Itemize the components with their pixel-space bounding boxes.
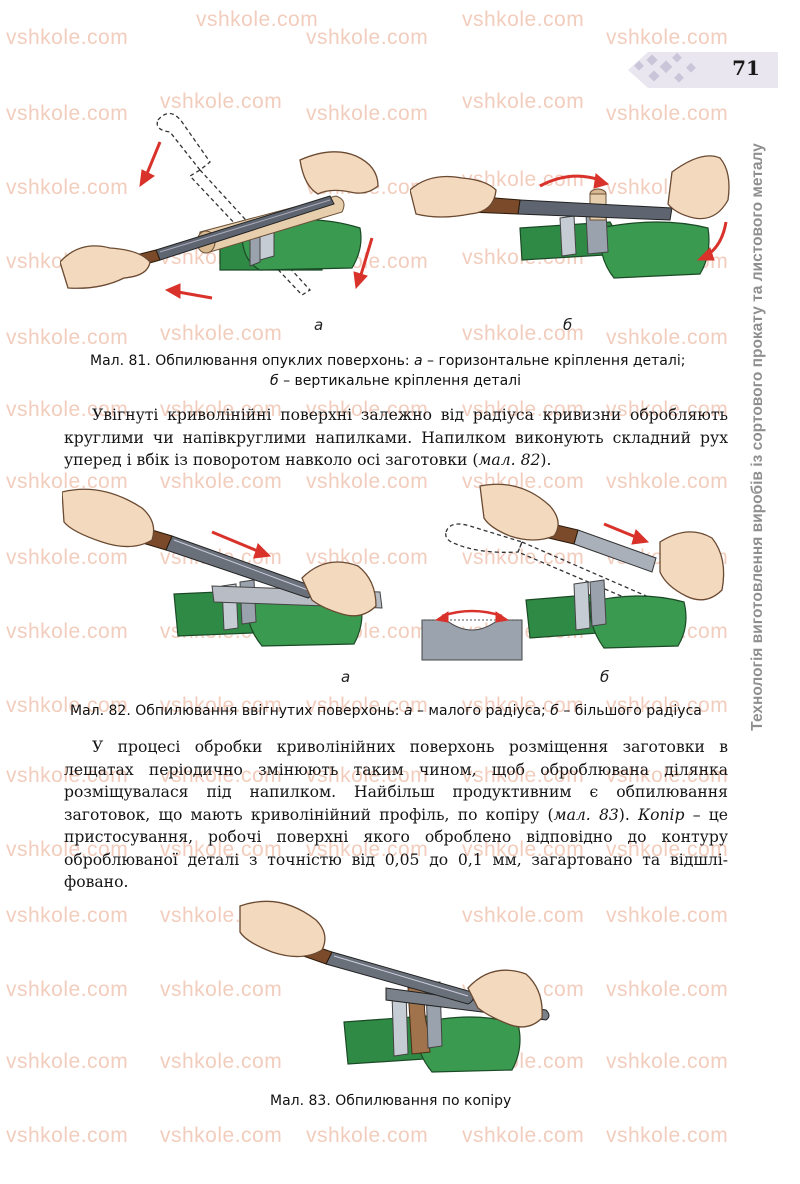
fig82-caption-a-text: – малого радіуса; bbox=[412, 703, 551, 719]
watermark: vshkole.com bbox=[6, 1124, 129, 1147]
left-hand bbox=[62, 488, 155, 548]
watermark: vshkole.com bbox=[160, 322, 283, 345]
figure-83 bbox=[239, 900, 550, 1073]
fig81-caption-start: Мал. 81. Обпилювання опуклих поверхонь: bbox=[90, 353, 415, 369]
fig81-caption-b: б bbox=[270, 373, 279, 389]
watermark: vshkole.com bbox=[306, 1124, 429, 1147]
paragraph-1: Увігнуті криволінійні поверхні залежно в… bbox=[64, 404, 728, 472]
watermark: vshkole.com bbox=[6, 904, 129, 927]
figure-82b bbox=[445, 483, 725, 649]
watermark: vshkole.com bbox=[606, 904, 729, 927]
watermark: vshkole.com bbox=[462, 8, 585, 31]
figure-82-detail bbox=[421, 609, 523, 661]
figure-82a bbox=[62, 488, 383, 647]
fig82-caption-a: а bbox=[403, 703, 413, 719]
side-running-title: Технологія виготовлення виробів із сорто… bbox=[744, 102, 772, 772]
left-hand bbox=[60, 245, 151, 289]
paragraph-1-text: Увігнуті криволінійні поверхні залежно в… bbox=[64, 406, 728, 469]
paragraph-2-text: У процесі обробки криволінійних поверхон… bbox=[64, 738, 728, 824]
paragraph-1-ref: мал. 82 bbox=[478, 451, 541, 469]
watermark: vshkole.com bbox=[306, 26, 429, 49]
fig81-caption: Мал. 81. Обпилювання опуклих поверхонь: … bbox=[90, 350, 720, 372]
vise bbox=[525, 579, 687, 649]
watermark: vshkole.com bbox=[462, 90, 585, 113]
fig82-caption: Мал. 82. Обпилювання ввігнутих поверхонь… bbox=[70, 700, 730, 722]
watermark: vshkole.com bbox=[606, 26, 729, 49]
fig81-label-b: б bbox=[563, 316, 573, 334]
paragraph-2-term: Копір bbox=[638, 805, 685, 824]
paragraph-2: У процесі обробки криволінійних поверхон… bbox=[64, 736, 728, 894]
watermark: vshkole.com bbox=[6, 326, 129, 349]
watermark: vshkole.com bbox=[606, 1050, 729, 1073]
right-hand bbox=[299, 151, 379, 195]
watermark: vshkole.com bbox=[606, 978, 729, 1001]
motion-arrows bbox=[211, 530, 272, 559]
watermark: vshkole.com bbox=[160, 1124, 283, 1147]
fig81-caption-a-text: – горизонтальне кріплення деталі; bbox=[422, 353, 686, 369]
figure-81a bbox=[60, 112, 379, 300]
fig81-caption-a: а bbox=[414, 353, 423, 369]
fig82-caption-b-text: – більшого радіуса bbox=[558, 703, 702, 719]
flat-file bbox=[467, 195, 673, 221]
paragraph-1-end: ). bbox=[540, 451, 552, 469]
motion-arrows bbox=[603, 522, 650, 545]
fig82-label-b: б bbox=[600, 668, 610, 686]
paragraph-2-end: – це пристосування, робочі поверхні яког… bbox=[64, 805, 728, 892]
fig81-caption-b-text: – вертикальне кріплення деталі bbox=[278, 373, 521, 389]
watermark: vshkole.com bbox=[606, 102, 729, 125]
right-hand bbox=[667, 155, 730, 220]
vise bbox=[519, 188, 710, 279]
fig81-caption-line2: б – вертикальне кріплення деталі bbox=[270, 370, 710, 392]
fig81-label-a: а bbox=[314, 316, 324, 334]
header-decoration bbox=[628, 52, 778, 88]
right-hand bbox=[659, 531, 725, 601]
watermark: vshkole.com bbox=[606, 1124, 729, 1147]
right-hand bbox=[301, 561, 377, 617]
watermark: vshkole.com bbox=[196, 8, 319, 31]
fig83-caption: Мал. 83. Обпилювання по копіру bbox=[270, 1093, 512, 1109]
watermark: vshkole.com bbox=[6, 1050, 129, 1073]
motion-arrows bbox=[539, 173, 728, 261]
fig82-label-a: а bbox=[341, 668, 351, 686]
file-ghost-outline bbox=[445, 523, 662, 611]
figure-81b bbox=[410, 155, 730, 279]
swing-arrow bbox=[434, 609, 510, 623]
paragraph-2-ref: мал. 83 bbox=[553, 805, 619, 824]
watermark: vshkole.com bbox=[462, 1124, 585, 1147]
watermark: vshkole.com bbox=[606, 326, 729, 349]
fig82-caption-start: Мал. 82. Обпилювання ввігнутих поверхонь… bbox=[70, 703, 404, 719]
side-running-title-text: Технологія виготовлення виробів із сорто… bbox=[749, 143, 766, 731]
left-hand bbox=[239, 900, 326, 958]
right-hand bbox=[467, 969, 543, 1028]
left-hand bbox=[479, 483, 559, 541]
motion-arrows bbox=[139, 141, 374, 300]
paragraph-2-mid: ). bbox=[618, 805, 639, 824]
fig82-caption-b: б bbox=[550, 703, 559, 719]
page-number: 71 bbox=[732, 56, 760, 80]
watermark: vshkole.com bbox=[6, 978, 129, 1001]
left-hand bbox=[410, 175, 497, 218]
watermark: vshkole.com bbox=[6, 26, 129, 49]
